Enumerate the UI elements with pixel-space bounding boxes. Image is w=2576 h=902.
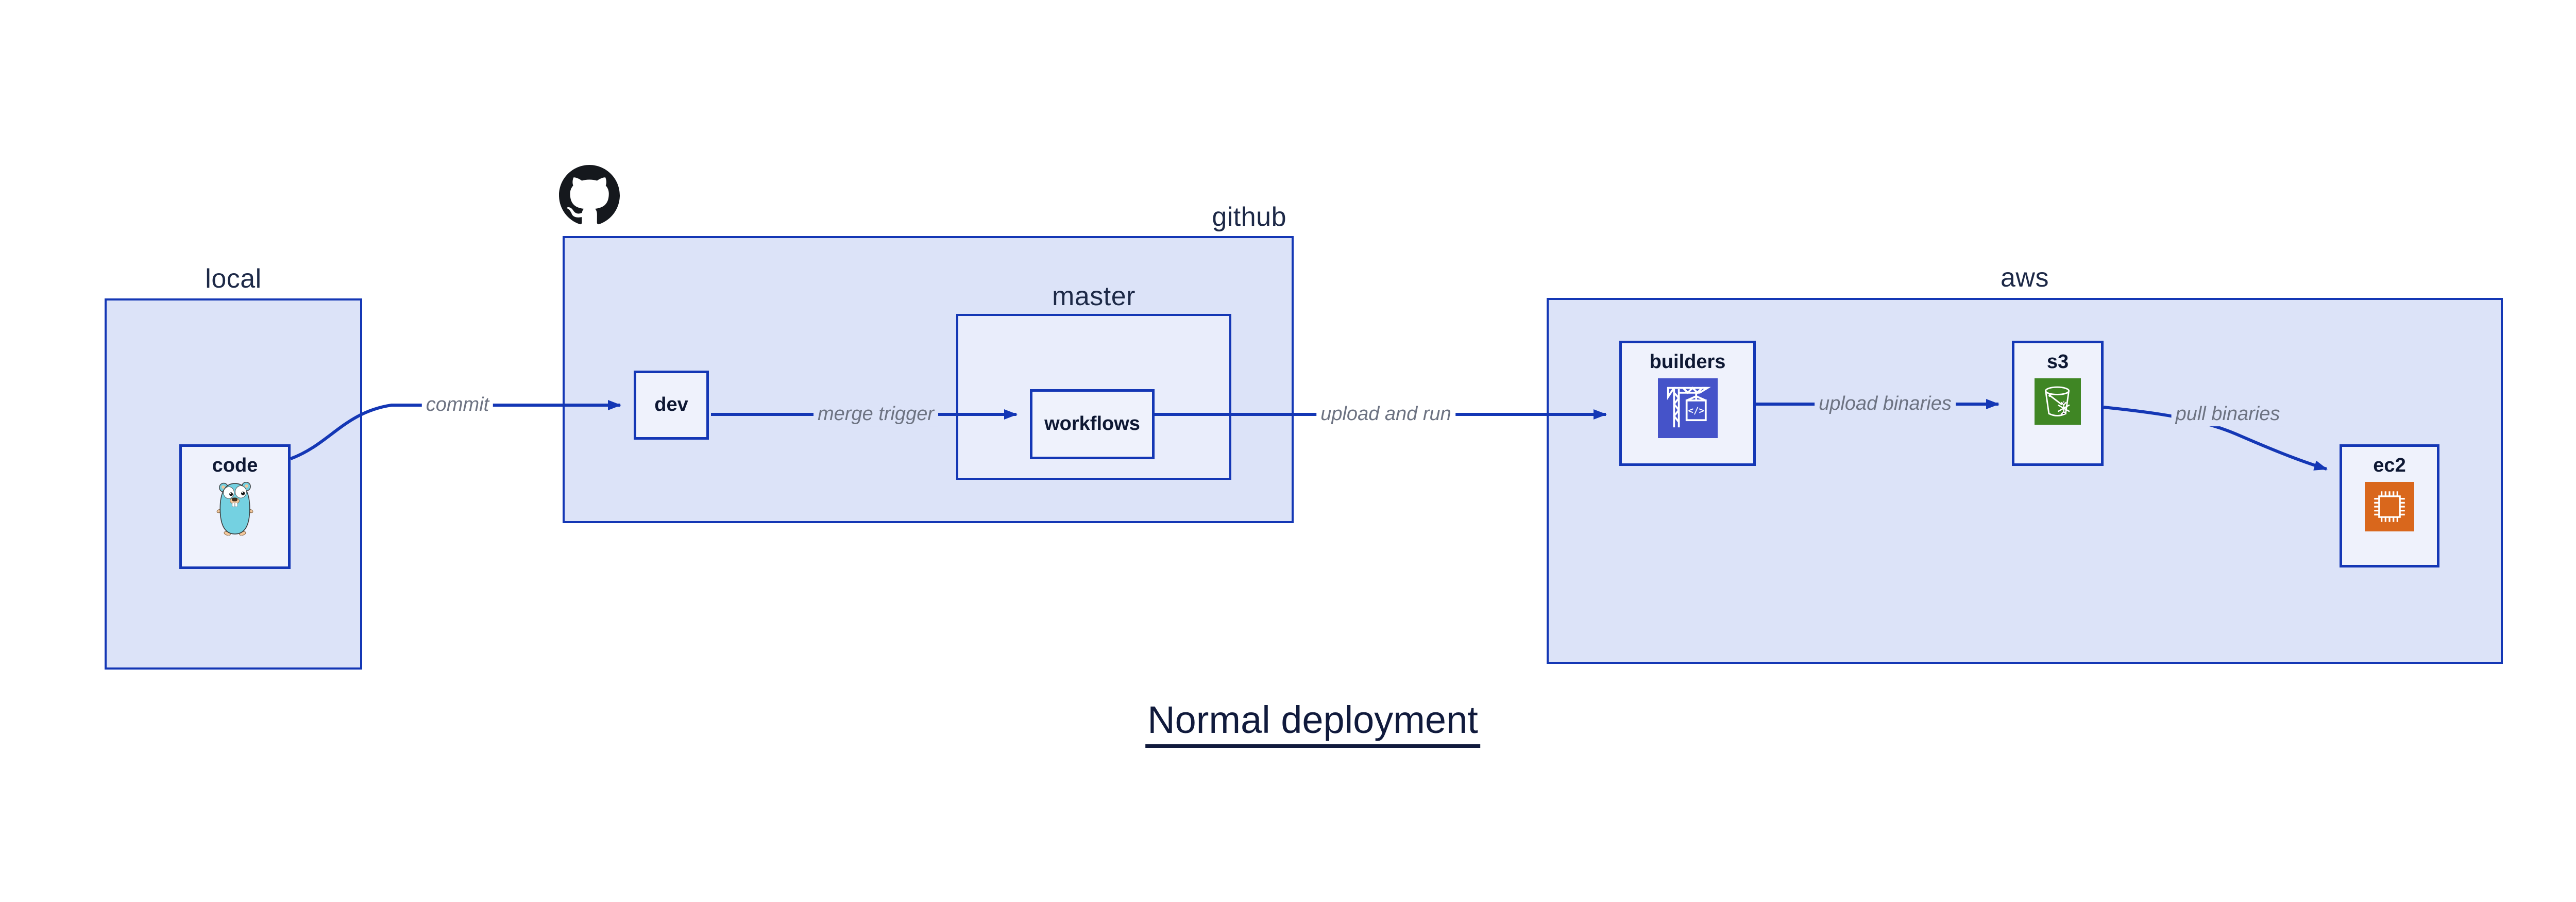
node-workflows-label: workflows: [1044, 413, 1140, 435]
node-ec2-label: ec2: [2373, 455, 2406, 476]
node-dev-label: dev: [654, 394, 688, 416]
node-code-label: code: [212, 455, 258, 476]
node-workflows: workflows: [1030, 389, 1155, 459]
edge-label-upload-and-run: upload and run: [1316, 403, 1455, 426]
svg-text:</>: </>: [1688, 406, 1704, 416]
node-builders: builders </>: [1619, 341, 1756, 466]
codebuild-crane-icon: </>: [1657, 378, 1718, 438]
master-container-label: master: [1052, 281, 1136, 311]
edge-label-upload-binaries: upload binaries: [1815, 392, 1956, 416]
node-builders-label: builders: [1649, 351, 1726, 373]
github-container-label: github: [1212, 202, 1286, 232]
node-s3-label: s3: [2046, 351, 2069, 373]
s3-glacier-bucket-icon: [2035, 378, 2081, 425]
ec2-chip-icon: [2365, 481, 2414, 531]
edge-label-merge-trigger: merge trigger: [814, 403, 938, 426]
diagram-title: Normal deployment: [1145, 701, 1480, 748]
node-dev: dev: [634, 371, 709, 440]
aws-container-label: aws: [2001, 263, 2049, 293]
node-code: code: [179, 444, 291, 569]
node-s3: s3: [2012, 341, 2104, 466]
local-container-label: local: [205, 264, 262, 294]
go-gopher-icon: [216, 481, 253, 536]
edge-label-pull-binaries: pull binaries: [2171, 403, 2284, 426]
edge-label-commit: commit: [421, 393, 494, 417]
node-ec2: ec2: [2340, 444, 2439, 567]
github-octocat-logo: [559, 165, 620, 225]
